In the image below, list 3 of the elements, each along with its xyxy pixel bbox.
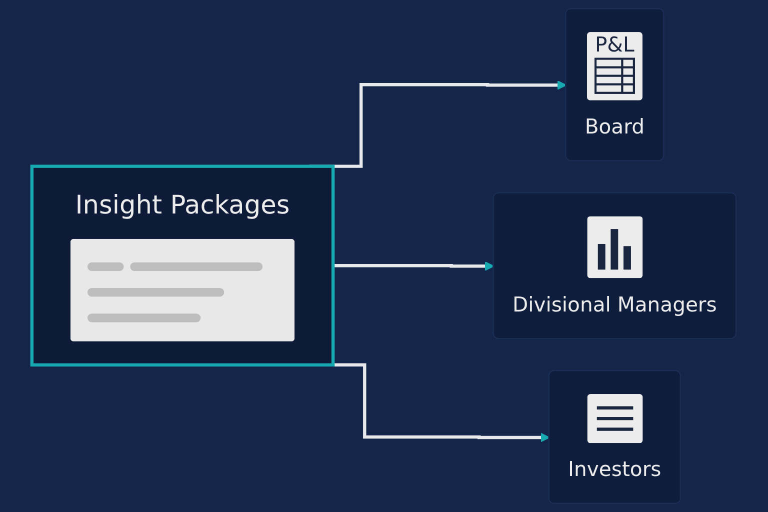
arrow	[333, 261, 494, 271]
node-box: Insight Packages	[30, 164, 335, 367]
spreadsheet-icon: P&L	[586, 32, 642, 100]
